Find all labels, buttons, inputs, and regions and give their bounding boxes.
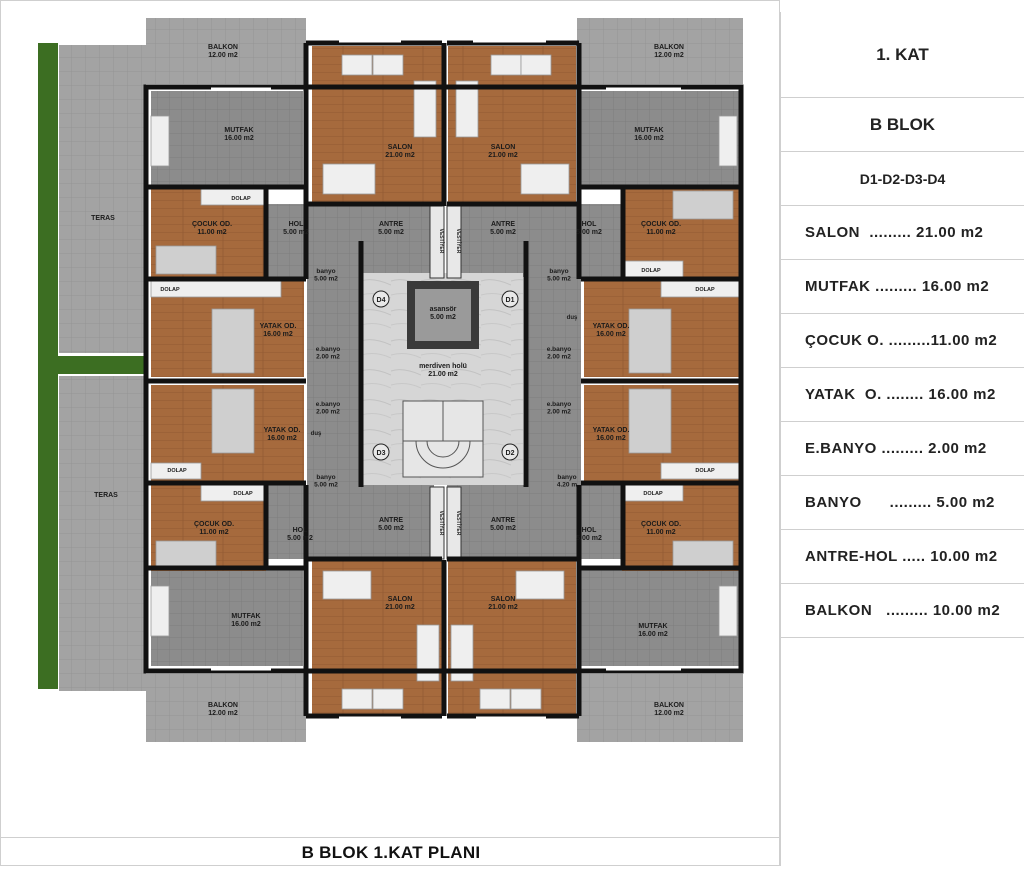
flat-marker-d2: D2: [506, 450, 515, 457]
label-cocuk-top-left: ÇOCUK OD.11.00 m2: [192, 221, 232, 236]
label-dolap-7: DOLAP: [695, 468, 715, 474]
label-vestiyer-2: VESTİYER: [455, 229, 462, 254]
label-vestiyer-4: VESTİYER: [455, 511, 462, 536]
legend-item-mutfak: MUTFAK ......... 16.00 m2: [781, 260, 1024, 314]
label-dolap-8: DOLAP: [643, 491, 663, 497]
label-dolap-3: DOLAP: [167, 468, 187, 474]
windows: [211, 39, 681, 720]
label-vestiyer-1: VESTİYER: [438, 229, 445, 254]
terrace-areas: [59, 45, 146, 691]
label-yatak-bottom-right: YATAK OD.16.00 m2: [593, 427, 630, 442]
balcony-areas: [146, 18, 743, 742]
tiled-areas: [151, 91, 739, 666]
label-cocuk-bottom-left: ÇOCUK OD.11.00 m2: [194, 521, 234, 536]
label-dolap-4: DOLAP: [233, 491, 253, 497]
flat-markers: D1 D2 D3 D4: [372, 290, 519, 461]
legend-flats: D1-D2-D3-D4: [781, 152, 1024, 206]
label-teras-top: TERAS: [91, 215, 115, 222]
hedge-strip: [38, 43, 144, 689]
label-dus-left: duş: [311, 431, 322, 437]
label-vestiyer-3: VESTİYER: [438, 511, 445, 536]
stair-core: [363, 205, 523, 560]
legend-item-ebanyo: E.BANYO ......... 2.00 m2: [781, 422, 1024, 476]
legend-block: B BLOK: [781, 98, 1024, 152]
label-dolap-5: DOLAP: [641, 268, 661, 274]
legend-item-balkon: BALKON ......... 10.00 m2: [781, 584, 1024, 638]
label-dus-right: duş: [567, 315, 578, 321]
label-dolap-1: DOLAP: [231, 196, 251, 202]
label-yatak-top-right: YATAK OD.16.00 m2: [593, 323, 630, 338]
label-teras-bottom: TERAS: [94, 492, 118, 499]
flat-marker-d1: D1: [506, 297, 515, 304]
label-cocuk-top-right: ÇOCUK OD.11.00 m2: [641, 221, 681, 236]
legend-item-cocuk: ÇOCUK O. .........11.00 m2: [781, 314, 1024, 368]
furniture: [150, 54, 740, 710]
legend-item-antre-hol: ANTRE-HOL ..... 10.00 m2: [781, 530, 1024, 584]
legend-heading: 1. KAT: [781, 12, 1024, 98]
label-yatak-top-left: YATAK OD.16.00 m2: [260, 323, 297, 338]
label-cocuk-bottom-right: ÇOCUK OD.11.00 m2: [641, 521, 681, 536]
label-dolap-6: DOLAP: [695, 287, 715, 293]
plan-title: B BLOK 1.KAT PLANI: [1, 837, 781, 867]
legend-item-yatak: YATAK O. ........ 16.00 m2: [781, 368, 1024, 422]
legend-item-salon: SALON ......... 21.00 m2: [781, 206, 1024, 260]
legend-item-banyo: BANYO ......... 5.00 m2: [781, 476, 1024, 530]
flat-marker-d4: D4: [377, 297, 386, 304]
label-dolap-2: DOLAP: [160, 287, 180, 293]
area-legend: 1. KAT B BLOK D1-D2-D3-D4 SALON ........…: [780, 12, 1024, 866]
flat-marker-d3: D3: [377, 450, 386, 457]
label-yatak-bottom-left: YATAK OD.16.00 m2: [264, 427, 301, 442]
walls: [143, 40, 744, 719]
